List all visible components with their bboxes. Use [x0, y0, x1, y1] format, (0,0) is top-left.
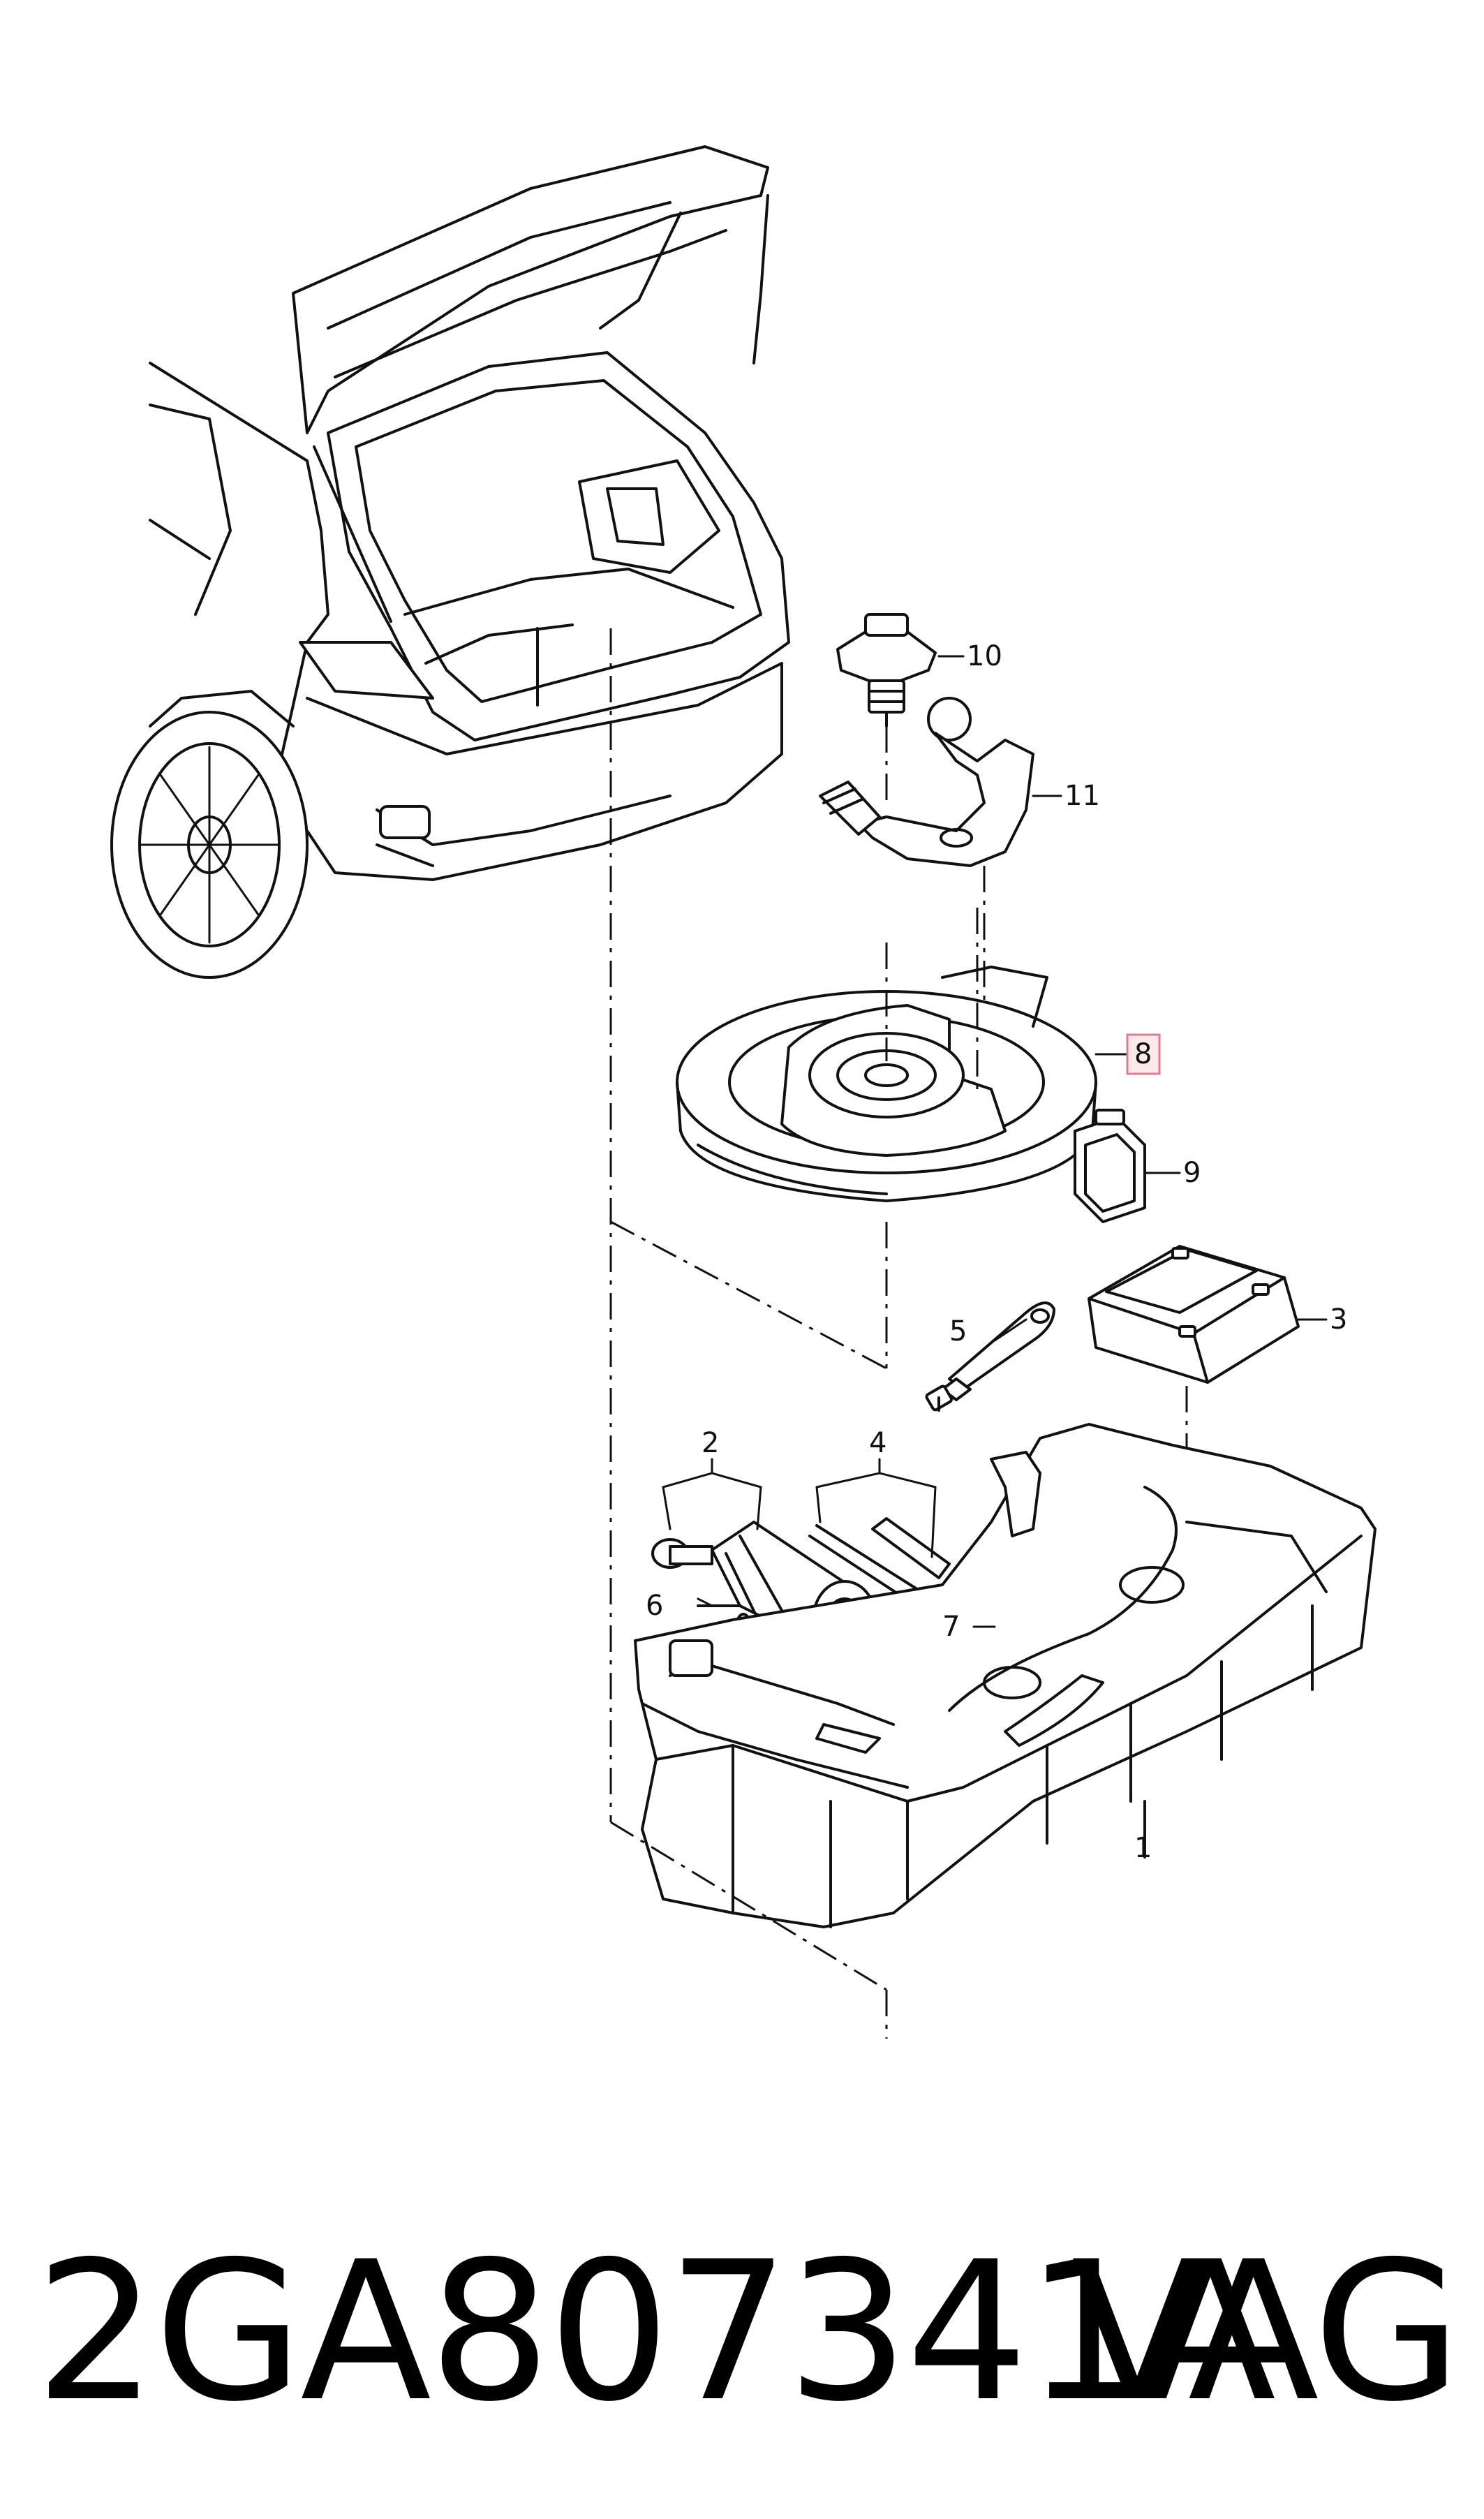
callout-7[interactable]: 7	[942, 1611, 960, 1643]
brand-label: VAG	[1071, 2220, 1462, 2444]
part-3-storage-box	[1088, 1245, 1300, 1536]
callout-1[interactable]: 1	[1134, 1832, 1152, 1864]
callout-11[interactable]: 11	[1064, 780, 1100, 812]
footer: 2GA807341A VAG	[35, 2217, 1462, 2447]
callout-6[interactable]: 6	[646, 1590, 663, 1622]
part-4-wheel-brace	[808, 1517, 951, 1604]
assembly-guide-lines	[609, 628, 888, 2039]
part-5-towing-eye	[925, 1301, 1055, 1412]
part-1-foam-tray	[634, 1423, 1377, 1928]
part-number: 2GA807341A	[35, 2220, 1276, 2444]
callout-8-highlight-box	[1126, 1033, 1161, 1075]
callout-4[interactable]: 4	[869, 1427, 886, 1459]
callout-leaders	[662, 655, 1328, 1845]
part-8-foam-insert	[676, 908, 1097, 1368]
part-9-bracket	[1074, 1109, 1146, 1223]
part-11-wheel-bolt-bracket	[819, 697, 1034, 1089]
part-10-valve	[836, 613, 937, 727]
car-rear-illustration	[110, 145, 790, 979]
callout-labels: 10 11 8 9 3 5 2 4 6 7 1	[646, 640, 1347, 1864]
callout-8[interactable]: 8	[1134, 1038, 1152, 1070]
callout-5[interactable]: 5	[949, 1315, 967, 1347]
callout-9[interactable]: 9	[1183, 1157, 1201, 1189]
callout-10[interactable]: 10	[967, 640, 1002, 672]
callout-3[interactable]: 3	[1330, 1303, 1347, 1336]
callout-2[interactable]: 2	[702, 1427, 719, 1459]
